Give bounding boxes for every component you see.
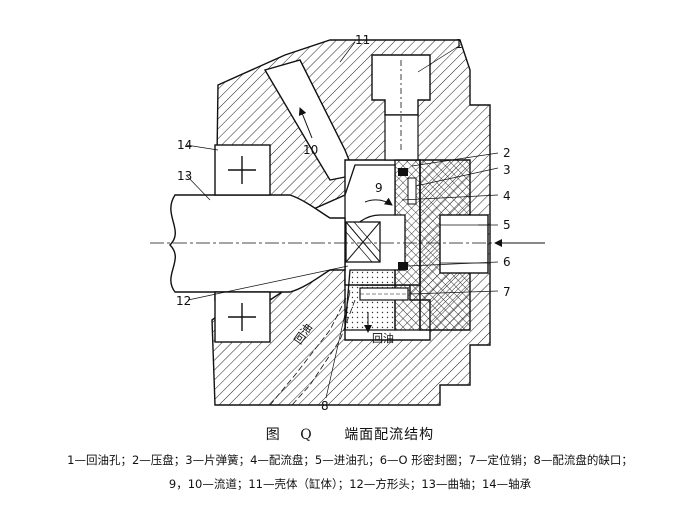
return-oil-dashed-path-2 [291,299,356,406]
return-oil-dashed-path [269,289,351,406]
label-8: 8 [321,399,329,413]
crankshaft [169,194,381,293]
label-11: 11 [355,33,370,47]
label-5: 5 [503,218,511,232]
leader-lines [185,41,499,399]
caption-title: 端面配流结构 [344,427,435,443]
caption-prefix: 图 [265,427,281,443]
legend-line-2: 9，10—流道；11—壳体（缸体）；12—方形头；13—曲轴；14—轴承 [168,477,532,491]
caption-number: Q [300,427,313,443]
legend-line-1: 1—回油孔；2—压盘；3—片弹簧；4—配流盘；5—进油孔；6—O 形密封圈；7—… [67,453,633,467]
label-1: 1 [455,37,463,51]
label-2: 2 [503,146,511,160]
channel-9-flow-arrow [364,197,393,206]
flow-distribution-diagram: 1 11 2 3 4 5 6 7 8 9 10 12 13 14 回油 回油 [150,33,545,413]
label-14: 14 [177,138,192,152]
bearing-lower [214,291,271,343]
label-7: 7 [503,285,511,299]
bearing-upper [214,144,271,196]
label-10: 10 [303,143,318,157]
valve-plate [344,159,421,331]
label-3: 3 [503,163,511,177]
label-6: 6 [503,255,511,269]
label-9: 9 [375,181,383,195]
channel-10-flow-arrow [298,107,313,139]
label-12: 12 [176,294,191,308]
label-13: 13 [177,169,192,183]
return-oil-label: 回油 [372,331,394,345]
label-4: 4 [503,189,511,203]
figure-caption: 图 Q 端面配流结构 [0,424,700,444]
